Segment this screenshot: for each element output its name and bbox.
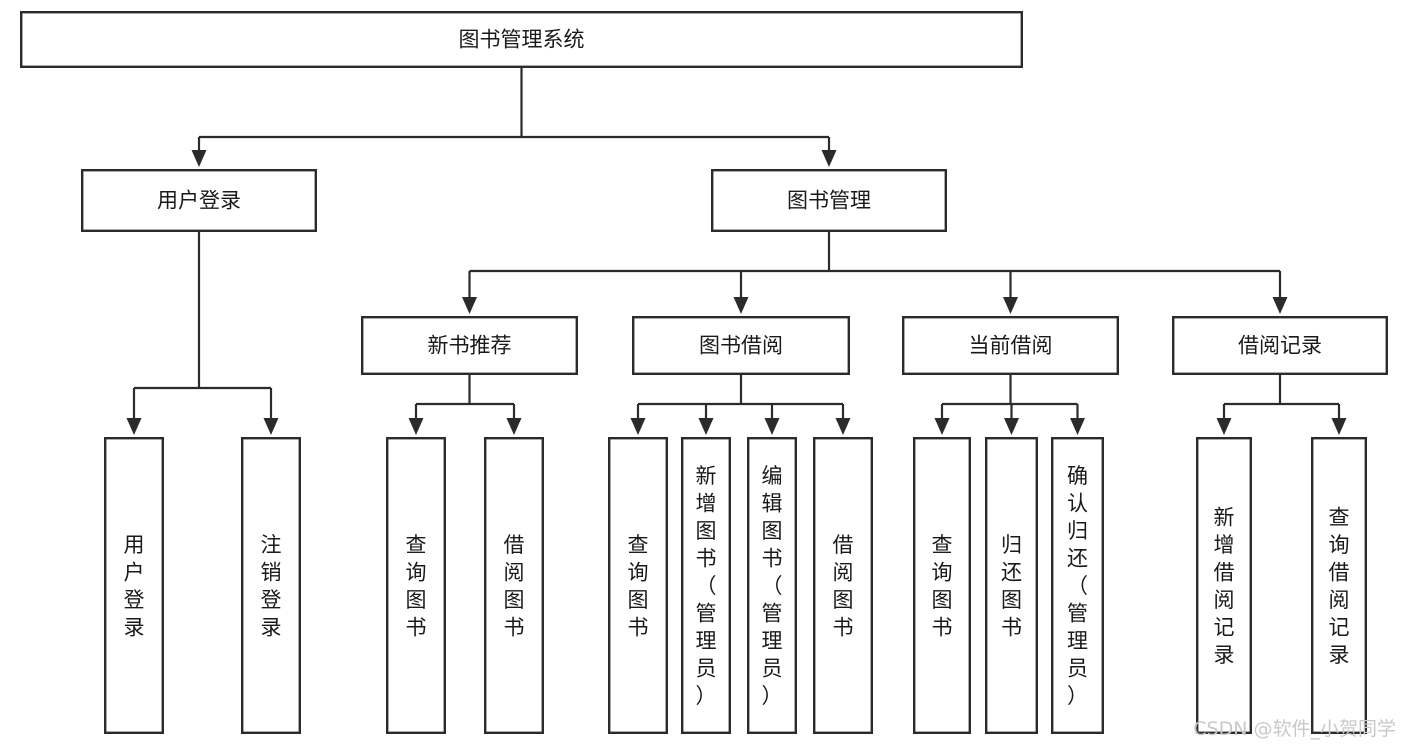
- arrow-head: [1272, 297, 1288, 314]
- node-leaf-add-borrow-record[interactable]: 新增借阅记录: [1195, 437, 1252, 735]
- arrow-head: [1216, 418, 1232, 435]
- node-label-leaf-edit-book-admin: 编辑图书（管理员）: [762, 464, 783, 708]
- node-book-borrow[interactable]: 图书借阅: [632, 316, 851, 376]
- node-box-user-login: [80, 168, 318, 232]
- edge-group-book-manage: [462, 232, 1288, 314]
- node-box-leaf-borrow-book: [813, 437, 874, 735]
- arrow-head: [835, 418, 851, 435]
- csdn-watermark: CSDN @软件_小贺同学: [1193, 718, 1396, 740]
- arrow-head: [506, 418, 522, 435]
- node-box-leaf-user-login: [103, 437, 164, 735]
- node-book-manage[interactable]: 图书管理: [711, 168, 948, 232]
- node-box-book-manage: [711, 168, 948, 232]
- edge-group-book-borrow: [630, 375, 851, 435]
- node-borrow-record[interactable]: 借阅记录: [1171, 316, 1388, 376]
- arrow-head: [733, 297, 749, 314]
- node-leaf-query-borrow-record[interactable]: 查询借阅记录: [1310, 437, 1367, 735]
- arrow-head: [126, 418, 142, 435]
- node-label-leaf-user-login: 用户登录: [124, 533, 145, 640]
- node-box-book-borrow: [632, 316, 851, 376]
- arrow-head: [408, 418, 424, 435]
- node-label-user-login: 用户登录: [157, 189, 241, 213]
- nodes-layer: 图书管理系统用户登录图书管理新书推荐图书借阅当前借阅借阅记录用户登录注销登录查询…: [20, 10, 1388, 735]
- node-box-leaf-logout-login: [240, 437, 301, 735]
- arrow-head: [462, 297, 477, 314]
- node-box-leaf-add-book-admin: [681, 437, 732, 735]
- node-label-leaf-confirm-return-admin: 确认归还（管理员）: [1067, 464, 1088, 708]
- arrow-head: [698, 418, 714, 435]
- node-box-leaf-query-book-borrow: [608, 437, 669, 735]
- arrow-head: [934, 418, 950, 435]
- node-box-new-book-recommend: [361, 316, 579, 376]
- node-box-leaf-return-book: [985, 437, 1039, 735]
- edge-group-user-login: [126, 232, 279, 435]
- node-user-login[interactable]: 用户登录: [80, 168, 318, 232]
- node-leaf-confirm-return-admin[interactable]: 确认归还（管理员）: [1050, 437, 1104, 735]
- node-label-leaf-add-book-admin: 新增图书（管理员）: [696, 464, 717, 708]
- arrow-head: [1331, 418, 1347, 435]
- arrow-head: [1070, 418, 1085, 435]
- edge-group-new-book-recommend: [408, 375, 522, 435]
- node-label-book-borrow: 图书借阅: [699, 334, 783, 358]
- arrow-head: [191, 150, 207, 167]
- node-leaf-edit-book-admin[interactable]: 编辑图书（管理员）: [747, 437, 798, 735]
- connectors-layer: [126, 68, 1347, 435]
- node-leaf-return-book[interactable]: 归还图书: [985, 437, 1039, 735]
- arrow-head: [630, 418, 646, 435]
- node-leaf-query-book-recommend[interactable]: 查询图书: [386, 437, 447, 735]
- node-box-root: [20, 10, 1023, 68]
- node-box-leaf-query-borrow-record: [1310, 437, 1367, 735]
- node-leaf-query-book-current[interactable]: 查询图书: [913, 437, 972, 735]
- edge-group-root: [191, 68, 837, 167]
- node-leaf-borrow-book[interactable]: 借阅图书: [813, 437, 874, 735]
- node-box-leaf-query-book-current: [913, 437, 972, 735]
- node-box-current-borrow: [902, 316, 1120, 376]
- node-root[interactable]: 图书管理系统: [20, 10, 1023, 68]
- arrow-head: [821, 150, 837, 167]
- edge-group-borrow-record: [1216, 375, 1347, 435]
- node-leaf-borrow-book-recommend[interactable]: 借阅图书: [484, 437, 545, 735]
- node-label-leaf-query-book-recommend: 查询图书: [406, 533, 427, 640]
- node-label-leaf-query-book-current: 查询图书: [932, 533, 953, 640]
- node-box-leaf-add-borrow-record: [1195, 437, 1252, 735]
- node-label-leaf-borrow-book: 借阅图书: [833, 533, 854, 640]
- node-label-borrow-record: 借阅记录: [1238, 334, 1322, 358]
- node-label-root: 图书管理系统: [459, 28, 585, 52]
- node-box-leaf-query-book-recommend: [386, 437, 447, 735]
- node-label-book-manage: 图书管理: [787, 189, 871, 213]
- arrow-head: [263, 418, 279, 435]
- node-label-leaf-add-borrow-record: 新增借阅记录: [1214, 505, 1235, 667]
- node-label-leaf-return-book: 归还图书: [1001, 533, 1022, 640]
- arrow-head: [1004, 418, 1019, 435]
- node-label-new-book-recommend: 新书推荐: [428, 334, 512, 358]
- node-leaf-logout-login[interactable]: 注销登录: [240, 437, 301, 735]
- node-leaf-user-login[interactable]: 用户登录: [103, 437, 164, 735]
- node-label-leaf-borrow-book-recommend: 借阅图书: [504, 533, 525, 640]
- edge-group-current-borrow: [934, 375, 1085, 435]
- node-new-book-recommend[interactable]: 新书推荐: [361, 316, 579, 376]
- node-box-leaf-edit-book-admin: [747, 437, 798, 735]
- node-box-leaf-confirm-return-admin: [1050, 437, 1104, 735]
- node-current-borrow[interactable]: 当前借阅: [902, 316, 1120, 376]
- arrow-head: [764, 418, 780, 435]
- node-box-borrow-record: [1171, 316, 1388, 376]
- node-label-leaf-query-borrow-record: 查询借阅记录: [1329, 505, 1350, 667]
- node-leaf-add-book-admin[interactable]: 新增图书（管理员）: [681, 437, 732, 735]
- node-label-leaf-logout-login: 注销登录: [261, 533, 282, 640]
- arrow-head: [1003, 297, 1018, 314]
- node-box-leaf-borrow-book-recommend: [484, 437, 545, 735]
- node-leaf-query-book-borrow[interactable]: 查询图书: [608, 437, 669, 735]
- node-label-leaf-query-book-borrow: 查询图书: [628, 533, 649, 640]
- node-label-current-borrow: 当前借阅: [969, 334, 1053, 358]
